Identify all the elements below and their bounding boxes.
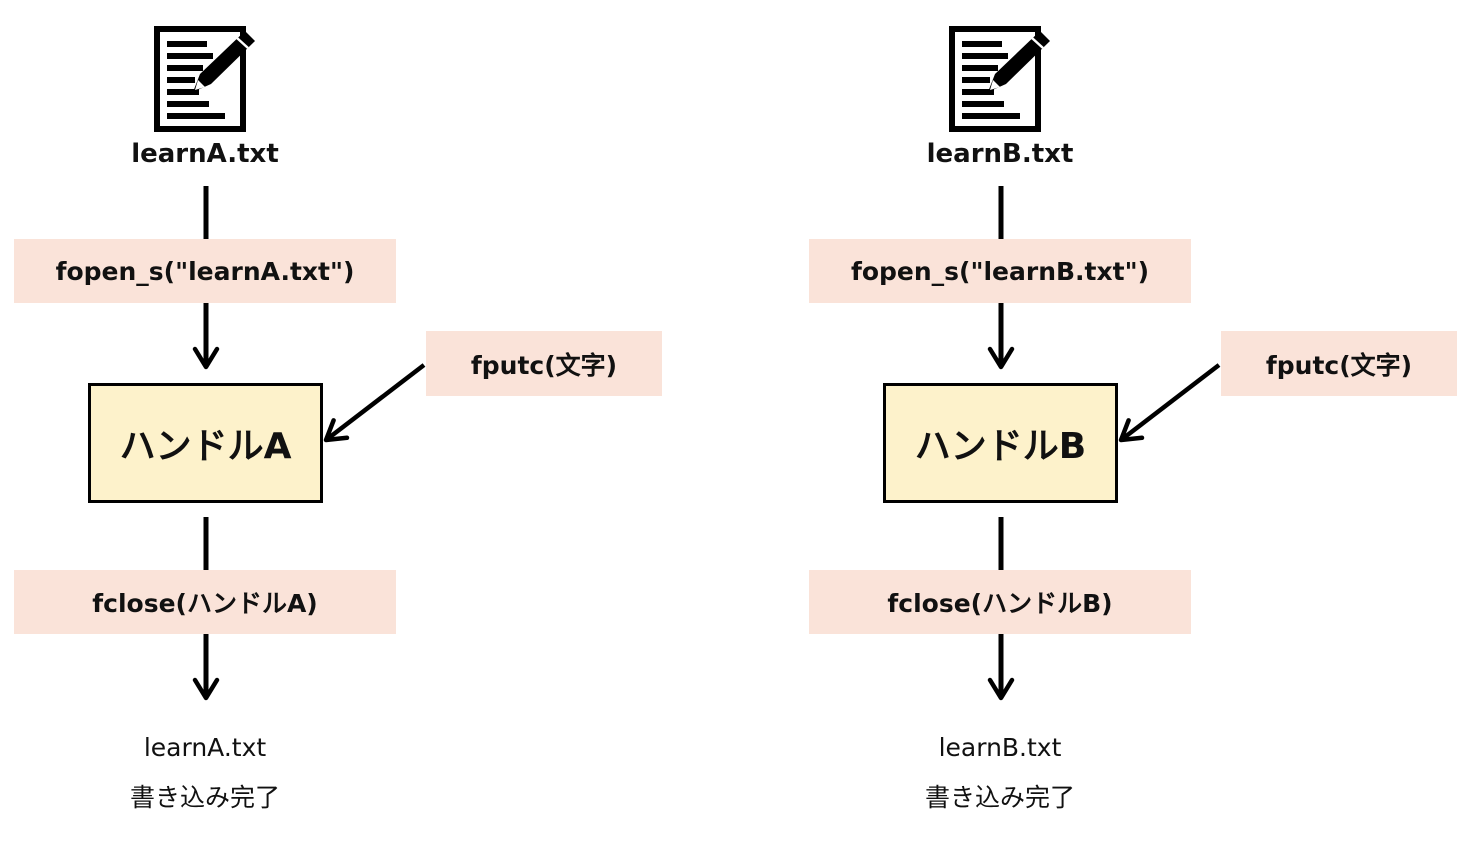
result-file-name: learnB.txt bbox=[938, 733, 1062, 762]
file-handle-label: ハンドルB bbox=[914, 426, 1087, 467]
fclose-call-box: fclose(ハンドルB) bbox=[809, 570, 1191, 634]
fopen-call-label: fopen_s("learnA.txt") bbox=[55, 256, 355, 286]
file-handle-box: ハンドルB bbox=[883, 383, 1118, 503]
result-status: 書き込み完了 bbox=[924, 783, 1075, 812]
fopen-call-label: fopen_s("learnB.txt") bbox=[850, 256, 1150, 286]
fclose-call-box: fclose(ハンドルA) bbox=[14, 570, 396, 634]
source-file-name: learnA.txt bbox=[131, 139, 279, 169]
fputc-call-label: fputc(文字) bbox=[1265, 350, 1413, 380]
fputc-call-label: fputc(文字) bbox=[470, 350, 618, 380]
document-edit-icon bbox=[949, 26, 1050, 132]
fputc-call-box: fputc(文字) bbox=[1221, 331, 1457, 396]
fopen-call-box: fopen_s("learnA.txt") bbox=[14, 239, 396, 303]
fclose-call-label: fclose(ハンドルA) bbox=[92, 589, 318, 618]
flow-b: learnB.txt fopen_s("learnB.txt") fputc(文… bbox=[795, 0, 1471, 849]
arrow-write-to-handle-b bbox=[1118, 363, 1221, 443]
source-file-name: learnB.txt bbox=[926, 139, 1074, 169]
fopen-call-box: fopen_s("learnB.txt") bbox=[809, 239, 1191, 303]
arrow-write-to-handle-a bbox=[323, 363, 426, 443]
file-handle-label: ハンドルA bbox=[119, 426, 292, 467]
file-handle-box: ハンドルA bbox=[88, 383, 323, 503]
fclose-call-label: fclose(ハンドルB) bbox=[887, 589, 1113, 618]
document-edit-icon bbox=[154, 26, 255, 132]
result-status: 書き込み完了 bbox=[129, 783, 280, 812]
result-file-name: learnA.txt bbox=[143, 733, 267, 762]
flow-a: learnA.txt fopen_s("learnA.txt") fputc(文… bbox=[0, 0, 700, 849]
fputc-call-box: fputc(文字) bbox=[426, 331, 662, 396]
